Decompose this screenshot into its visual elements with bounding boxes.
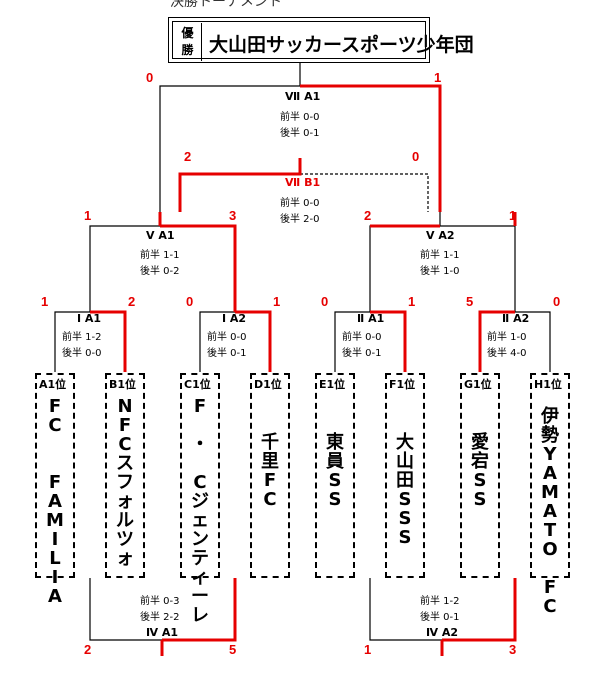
team-box-a1: A1位 F C F A M I L I A	[35, 373, 75, 606]
team-name: F C F A M I L I A	[46, 396, 64, 607]
team-position: H1位	[534, 378, 562, 391]
r1m3-half1: 前半 0-0	[342, 332, 382, 343]
final-label: Ⅶ A1	[285, 90, 321, 103]
team-box-e1: E1位 東 員 S S	[315, 373, 355, 578]
team-box-d1: D1位 千 里 F C	[250, 373, 290, 578]
pl1-half2: 後半 2-2	[140, 612, 180, 623]
r1m4-score-right: 0	[553, 294, 561, 309]
team-box-f1: F1位 大 山 田 S S S	[385, 373, 425, 578]
r1m1-score-right: 2	[128, 294, 136, 309]
r1m2-half2: 後半 0-1	[207, 348, 247, 359]
sf1-half2: 後半 0-2	[140, 266, 180, 277]
sf2-half1: 前半 1-1	[420, 250, 460, 261]
third-label: Ⅶ B1	[285, 176, 321, 189]
third-score-right: 0	[412, 149, 420, 164]
sf1-score-left: 1	[84, 208, 92, 223]
pl1-score-right: 5	[229, 642, 237, 657]
sf2-score-left: 2	[364, 208, 372, 223]
sf2-half2: 後半 1-0	[420, 266, 460, 277]
r1m3-label: Ⅱ A1	[357, 312, 385, 325]
champion-label: 優 勝	[174, 23, 202, 61]
r1m3-half2: 後半 0-1	[342, 348, 382, 359]
team-name: 千 里 F C	[261, 432, 279, 510]
team-position: F1位	[389, 378, 416, 391]
r1m3-score-left: 0	[321, 294, 329, 309]
team-box-h1: H1位 伊 勢 Y A M A T O F C	[530, 373, 570, 616]
sf1-half1: 前半 1-1	[140, 250, 180, 261]
r1m1-label: Ⅰ A1	[77, 312, 102, 325]
pl2-half1: 前半 1-2	[420, 596, 460, 607]
page-heading: 決勝トーナメント	[170, 0, 282, 10]
r1m2-score-left: 0	[186, 294, 194, 309]
r1m2-half1: 前半 0-0	[207, 332, 247, 343]
third-score-left: 2	[184, 149, 192, 164]
r1m4-half1: 前半 1-0	[487, 332, 527, 343]
r1m1-half1: 前半 1-2	[62, 332, 102, 343]
final-score-right: 1	[434, 70, 442, 85]
r1m2-label: Ⅰ A2	[222, 312, 247, 325]
team-position: C1位	[184, 378, 211, 391]
sf1-label: Ⅴ A1	[146, 229, 175, 242]
r1m4-score-left: 5	[466, 294, 474, 309]
sf2-label: Ⅴ A2	[426, 229, 455, 242]
r1m1-score-left: 1	[41, 294, 49, 309]
team-name: 愛 宕 S S	[471, 432, 489, 510]
pl1-label: Ⅳ A1	[146, 626, 179, 639]
team-position: D1位	[254, 378, 282, 391]
sf2-score-right: 1	[509, 208, 517, 223]
third-half1: 前半 0-0	[280, 198, 320, 209]
final-half2: 後半 0-1	[280, 128, 320, 139]
r1m2-score-right: 1	[273, 294, 281, 309]
r1m3-score-right: 1	[408, 294, 416, 309]
team-name: 東 員 S S	[326, 432, 344, 510]
champion-box: 優 勝 大山田サッカースポーツ少年団	[168, 17, 474, 63]
pl2-score-left: 1	[364, 642, 372, 657]
pl2-score-right: 3	[509, 642, 517, 657]
team-box-b1: B1位 N F C ス フ ォ ル ツ ォ	[105, 373, 145, 578]
third-half2: 後半 2-0	[280, 214, 320, 225]
r1m4-half2: 後半 4-0	[487, 348, 527, 359]
pl1-score-left: 2	[84, 642, 92, 657]
pl2-half2: 後半 0-1	[420, 612, 460, 623]
team-name: 大 山 田 S S S	[396, 432, 414, 548]
team-position: A1位	[39, 378, 67, 391]
team-position: G1位	[464, 378, 492, 391]
team-name: F ・ C ジ ェ ン テ ィ ー レ	[191, 396, 209, 626]
final-half1: 前半 0-0	[280, 112, 320, 123]
team-name: 伊 勢 Y A M A T O F C	[541, 406, 559, 617]
team-position: B1位	[109, 378, 137, 391]
champion-team: 大山田サッカースポーツ少年団	[209, 34, 474, 56]
team-box-c1: C1位 F ・ C ジ ェ ン テ ィ ー レ	[180, 373, 220, 625]
sf1-score-right: 3	[229, 208, 237, 223]
team-position: E1位	[319, 378, 346, 391]
r1m4-label: Ⅱ A2	[502, 312, 530, 325]
team-box-g1: G1位 愛 宕 S S	[460, 373, 500, 578]
r1m1-half2: 後半 0-0	[62, 348, 102, 359]
pl2-label: Ⅳ A2	[426, 626, 459, 639]
pl1-half1: 前半 0-3	[140, 596, 180, 607]
final-score-left: 0	[146, 70, 154, 85]
team-name: N F C ス フ ォ ル ツ ォ	[116, 396, 134, 569]
